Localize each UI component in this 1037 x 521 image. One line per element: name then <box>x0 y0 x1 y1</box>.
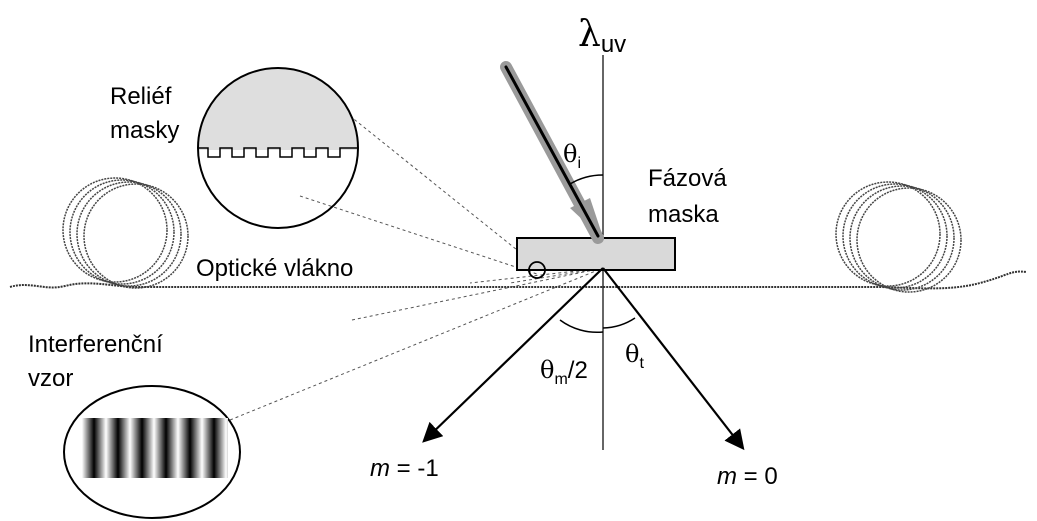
theta-i-label: θi <box>563 140 581 172</box>
order-minus1-label: m = -1 <box>370 455 439 482</box>
interference-label-line1: Interferenční <box>28 331 163 358</box>
lambda-uv-label: λuv <box>578 14 626 58</box>
projection-lines <box>229 111 604 421</box>
order-minus1-ray <box>422 267 604 443</box>
relief-magnifier <box>197 67 359 229</box>
order-zero-ray <box>602 267 745 451</box>
mask-detail-marker <box>528 261 546 279</box>
phase-mask-label-line1: Fázová <box>648 165 727 192</box>
optical-fiber <box>9 270 1028 290</box>
right-fiber-coil <box>835 181 962 293</box>
interference-fringes <box>82 418 228 478</box>
interference-label-line2: vzor <box>28 365 73 392</box>
relief-label-line2: masky <box>110 117 179 144</box>
theta-t-label: θt <box>625 340 644 372</box>
relief-profile <box>198 147 358 158</box>
order-zero-label: m = 0 <box>717 463 778 490</box>
phase-mask-label-line2: maska <box>648 201 719 228</box>
theta-t-arc <box>602 317 636 329</box>
relief-label-line1: Reliéf <box>110 83 172 110</box>
fiber-label: Optické vlákno <box>196 255 353 282</box>
interference-magnifier <box>63 385 241 519</box>
theta-i-arc <box>569 174 604 185</box>
theta-m-arc <box>559 319 604 334</box>
incident-uv-beam <box>500 61 604 244</box>
theta-m-label: θm/2 <box>540 356 588 388</box>
left-fiber-coil <box>62 177 189 289</box>
